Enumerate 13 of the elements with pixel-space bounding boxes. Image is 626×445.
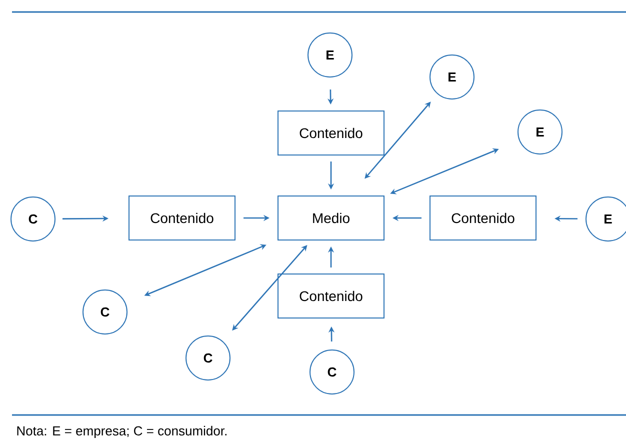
- content-box: Contenido: [278, 274, 384, 318]
- circle-node: E: [518, 110, 562, 154]
- circle-node: C: [186, 336, 230, 380]
- content-box: Contenido: [128, 196, 236, 240]
- caption: Nota: E = empresa; C = consumidor.: [17, 426, 226, 438]
- circle-node: E: [308, 32, 352, 78]
- circle-node: E: [430, 54, 474, 100]
- circle-node: C: [10, 196, 56, 242]
- circle-node: C: [310, 350, 354, 394]
- medium-box: Medio: [278, 196, 384, 240]
- content-box: Contenido: [278, 110, 384, 156]
- circle-node: C: [82, 290, 128, 334]
- content-box: Contenido: [430, 196, 536, 240]
